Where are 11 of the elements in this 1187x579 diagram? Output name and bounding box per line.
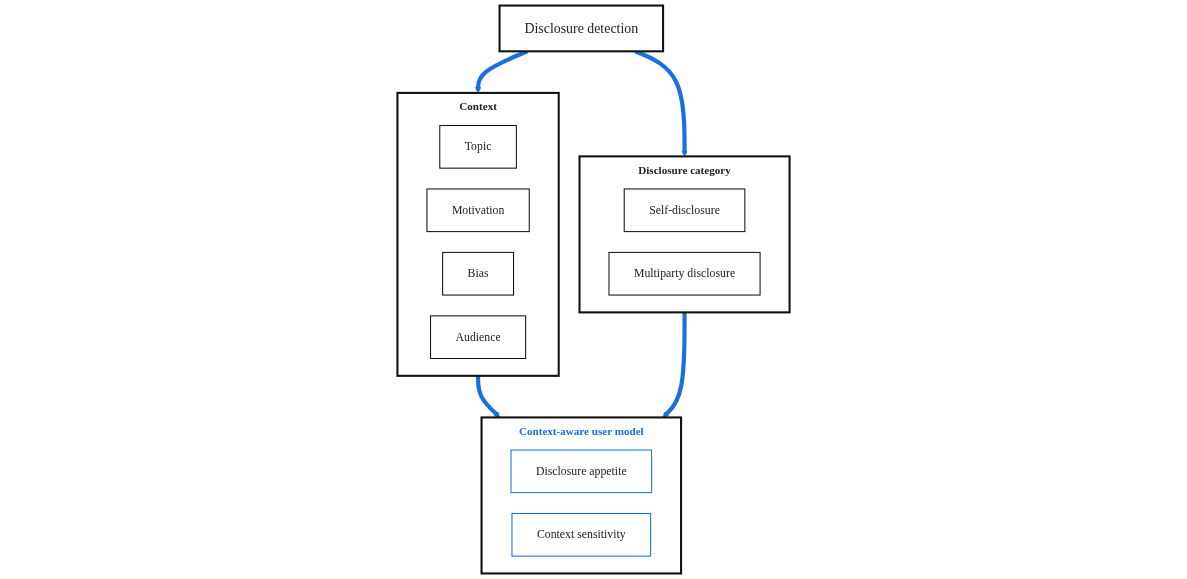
node-box: Self-disclosure: [623, 188, 746, 233]
node-box: Audience: [430, 315, 527, 359]
node-box: Disclosure appetite: [510, 449, 653, 494]
arrow: [476, 375, 501, 418]
node-box: Bias: [442, 251, 515, 296]
node-box: Context sensitivity: [511, 512, 652, 557]
node-box: Motivation: [426, 188, 530, 233]
node-box: Multiparty disclosure: [608, 251, 761, 296]
node-box: Disclosure detection: [498, 4, 665, 53]
node-box: Topic: [439, 125, 517, 169]
arrow: [662, 312, 687, 418]
